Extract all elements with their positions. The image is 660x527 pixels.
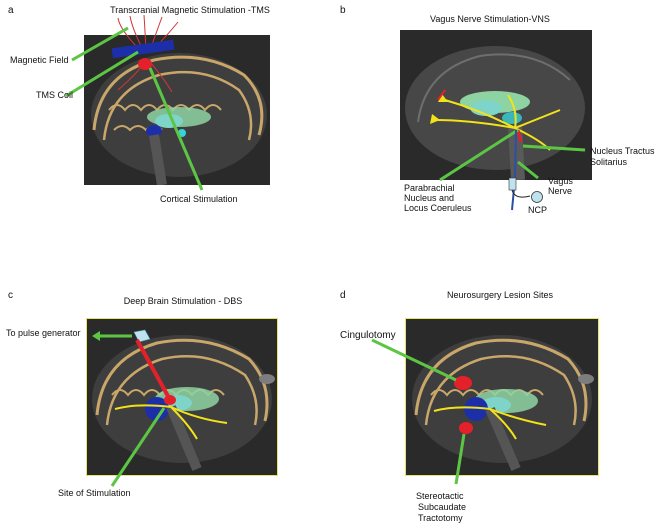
panel-a-brain-image — [84, 35, 270, 185]
panel-a-letter: a — [8, 5, 14, 16]
dbs-electrode-lead — [135, 339, 171, 399]
label-magnetic-field: Magnetic Field — [10, 55, 69, 65]
pointer-subcaudate — [454, 433, 466, 485]
pulse-generator-icon — [133, 329, 151, 343]
panel-d-title: Neurosurgery Lesion Sites — [446, 290, 554, 300]
label-pb-line2: Nucleus and — [404, 193, 455, 203]
label-sst-line3: Tractotomy — [418, 513, 463, 523]
label-nts-line1: Nucleus Tractus — [590, 146, 655, 156]
panel-b-title: Vagus Nerve Stimulation-VNS — [430, 14, 550, 24]
ncp-device — [531, 191, 543, 203]
label-pulse-generator: To pulse generator — [6, 328, 81, 338]
pointer-cingulotomy — [371, 338, 457, 382]
pointer-cortical — [148, 67, 204, 191]
subcaudate-lesion — [459, 422, 473, 434]
panel-b-letter: b — [340, 5, 346, 16]
pointer-parabrachial — [439, 128, 519, 182]
panel-a-title: Transcranial Magnetic Stimulation -TMS — [110, 5, 270, 15]
label-tms-coil: TMS Coil — [36, 90, 74, 100]
pointer-coil — [65, 50, 139, 98]
pointer-vagus — [517, 160, 539, 180]
label-sst-line1: Stereotactic — [416, 491, 464, 501]
label-ncp: NCP — [528, 205, 548, 215]
dbs-stim-spot — [164, 395, 176, 405]
label-cortical-stimulation: Cortical Stimulation — [160, 194, 238, 204]
pointer-pulse-arrowhead — [92, 331, 100, 341]
pointer-site — [110, 407, 166, 487]
panel-d-letter: d — [340, 290, 346, 301]
label-cingulotomy: Cingulotomy — [340, 330, 396, 341]
pointer-field — [71, 26, 129, 62]
ncp-wire — [511, 189, 531, 198]
label-pb-line1: Parabrachial — [404, 183, 455, 193]
tms-coil — [111, 39, 175, 59]
panel-c-title: Deep Brain Stimulation - DBS — [123, 296, 243, 306]
panel-d-brain-image — [405, 318, 599, 476]
panel-c-letter: c — [8, 290, 13, 301]
cingulotomy-lesion — [454, 376, 472, 390]
label-nts-line2: Solitarius — [590, 157, 628, 167]
panel-c-brain-image — [86, 318, 278, 476]
label-pb-line3: Locus Coeruleus — [404, 203, 472, 213]
label-vagus-line2: Nerve — [548, 186, 573, 196]
label-vagus-line1: Vagus — [548, 176, 573, 186]
panel-b-brain-image — [400, 30, 592, 180]
pointer-nts — [522, 144, 586, 152]
tms-stim-spot — [138, 58, 152, 70]
label-sst-line2: Subcaudate — [418, 502, 467, 512]
label-site-of-stimulation: Site of Stimulation — [58, 488, 131, 498]
